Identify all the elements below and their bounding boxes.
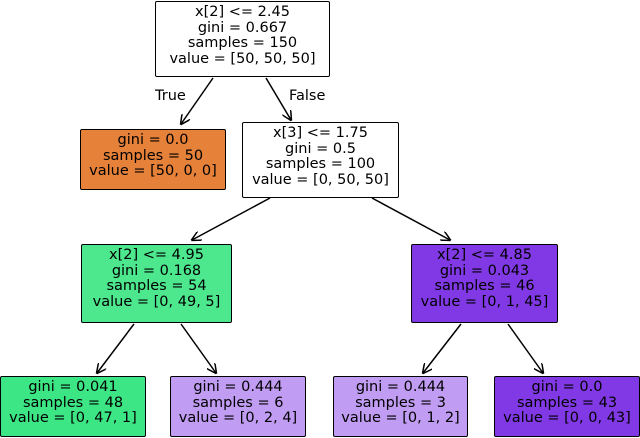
tree-leaf-b: gini = 0.444 samples = 6 value = [0, 2, … <box>170 376 306 437</box>
node-gini: gini = 0.168 <box>111 262 202 279</box>
node-samples: samples = 43 <box>516 394 618 411</box>
edge-n3-leafa <box>97 323 135 373</box>
node-gini: gini = 0.5 <box>285 140 356 157</box>
node-samples: samples = 50 <box>102 147 204 164</box>
node-gini: gini = 0.444 <box>355 379 446 395</box>
node-gini: gini = 0.041 <box>28 379 118 395</box>
node-value: value = [50, 0, 0] <box>89 163 217 179</box>
tree-node-n2: x[3] <= 1.75 gini = 0.5 samples = 100 va… <box>242 122 399 198</box>
node-split-condition: x[2] <= 2.45 <box>195 4 290 20</box>
edge-n2-n4 <box>371 197 450 240</box>
tree-node-n3: x[2] <= 4.95 gini = 0.168 samples = 54 v… <box>81 244 232 323</box>
node-value: value = [0, 0, 43] <box>503 410 631 426</box>
node-gini: gini = 0.444 <box>193 379 283 395</box>
tree-leaf-c: gini = 0.444 samples = 3 value = [0, 1, … <box>333 376 468 437</box>
node-samples: samples = 46 <box>434 278 535 294</box>
node-gini: gini = 0.667 <box>197 19 288 36</box>
node-gini: gini = 0.043 <box>439 262 530 279</box>
edge-root-right <box>265 77 291 120</box>
node-value: value = [0, 50, 50] <box>252 171 389 188</box>
node-split-condition: x[3] <= 1.75 <box>273 125 368 141</box>
node-value: value = [0, 1, 2] <box>341 410 460 426</box>
node-samples: samples = 6 <box>192 394 284 411</box>
node-value: value = [0, 1, 45] <box>420 293 549 310</box>
tree-leaf-d: gini = 0.0 samples = 43 value = [0, 0, 4… <box>494 376 640 437</box>
node-value: value = [0, 49, 5] <box>92 293 221 310</box>
edge-n2-n3 <box>192 197 271 240</box>
tree-node-root: x[2] <= 2.45 gini = 0.667 samples = 150 … <box>155 1 330 77</box>
node-split-condition: x[2] <= 4.85 <box>437 247 532 263</box>
node-split-condition: x[2] <= 4.95 <box>109 247 204 263</box>
edge-n3-leafb <box>180 323 216 373</box>
edge-label-true: True <box>155 88 186 104</box>
tree-leaf-left: gini = 0.0 samples = 50 value = [50, 0, … <box>80 129 226 190</box>
node-value: value = [0, 2, 4] <box>178 410 298 426</box>
node-samples: samples = 48 <box>22 394 124 411</box>
node-gini: gini = 0.0 <box>531 379 603 395</box>
edge-label-false: False <box>289 88 326 104</box>
node-value: value = [50, 50, 50] <box>169 50 316 67</box>
tree-node-n4: x[2] <= 4.85 gini = 0.043 samples = 46 v… <box>411 244 558 323</box>
node-samples: samples = 100 <box>265 156 376 172</box>
tree-leaf-a: gini = 0.041 samples = 48 value = [0, 47… <box>0 376 146 437</box>
edge-root-left <box>181 77 214 124</box>
node-samples: samples = 3 <box>355 394 446 411</box>
edge-n4-leafd <box>507 323 543 373</box>
node-samples: samples = 54 <box>106 278 207 294</box>
edge-n4-leafc <box>423 323 462 373</box>
node-gini: gini = 0.0 <box>117 132 189 148</box>
node-samples: samples = 150 <box>187 35 298 51</box>
node-value: value = [0, 47, 1] <box>9 410 137 426</box>
